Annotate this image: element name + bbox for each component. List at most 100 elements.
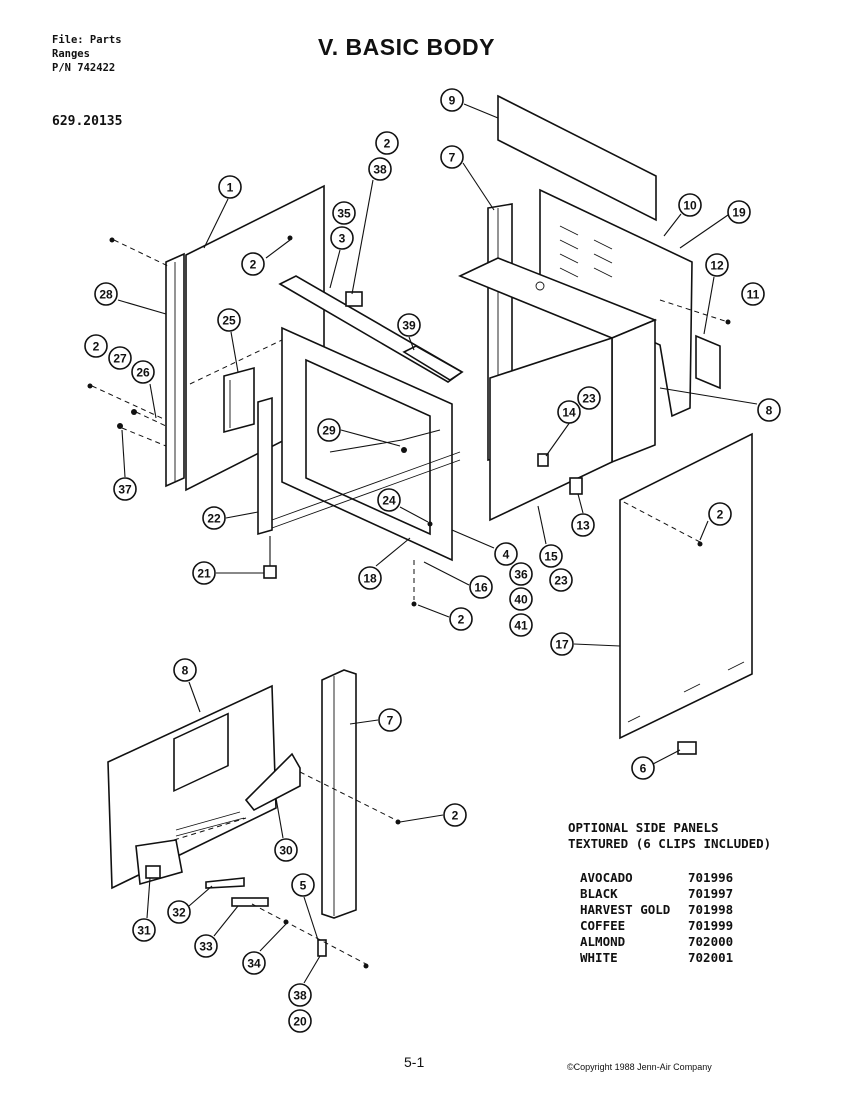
- callout-29: 29: [317, 418, 341, 442]
- mounting-plate: [695, 334, 721, 390]
- callout-label: 8: [766, 404, 773, 418]
- front-frame-opening: [305, 358, 431, 536]
- lower-pin: [317, 939, 327, 957]
- callout-label: 29: [322, 424, 336, 438]
- callout-circle: [173, 658, 197, 682]
- callout-33: 33: [194, 934, 218, 958]
- callout-circle: [469, 575, 493, 599]
- callout-label: 24: [382, 494, 396, 508]
- file-line: P/N 742422: [52, 62, 116, 74]
- callout-circle: [741, 282, 765, 306]
- callout-label: 41: [514, 619, 528, 633]
- file-line: Ranges: [52, 48, 90, 60]
- callout-circle: [557, 400, 581, 424]
- callout-label: 23: [582, 392, 596, 406]
- callout-label: 22: [207, 512, 221, 526]
- model-number: 629.20135: [52, 114, 123, 129]
- callout-label: 8: [182, 664, 189, 678]
- panel-part-number: 701998: [688, 902, 734, 917]
- callout-label: 15: [544, 550, 558, 564]
- assembly-lines: [91, 239, 729, 600]
- callout-circle: [131, 360, 155, 384]
- callout-circle: [375, 131, 399, 155]
- callout-17: 17: [550, 632, 574, 656]
- callout-28: 28: [94, 282, 118, 306]
- callout-label: 4: [503, 548, 510, 562]
- callout-circle: [397, 313, 421, 337]
- lower-leader-lines: [146, 681, 681, 984]
- callout-circle: [727, 200, 751, 224]
- callout-label: 17: [555, 638, 569, 652]
- callout-16: 16: [469, 575, 493, 599]
- callout-circle: [678, 193, 702, 217]
- callout-label: 2: [717, 508, 724, 522]
- page-title: V. BASIC BODY: [318, 34, 495, 60]
- panel-part-number: 701999: [688, 918, 734, 933]
- callout-label: 30: [279, 844, 293, 858]
- lower-spring: [231, 897, 269, 907]
- callout-2: 2: [241, 252, 265, 276]
- lower-mount-tab: [145, 865, 161, 879]
- callout-38: 38: [288, 983, 312, 1007]
- callout-circle: [440, 145, 464, 169]
- panel-color: AVOCADO: [580, 870, 633, 885]
- callout-circle: [288, 1009, 312, 1033]
- callout-label: 35: [337, 207, 351, 221]
- callout-2: 2: [84, 334, 108, 358]
- callout-36: 36: [509, 562, 533, 586]
- callout-9: 9: [440, 88, 464, 112]
- callout-label: 1: [227, 181, 234, 195]
- callout-label: 2: [93, 340, 100, 354]
- callout-label: 5: [300, 879, 307, 893]
- callout-38: 38: [368, 157, 392, 181]
- callout-label: 27: [113, 352, 127, 366]
- heating-element: [329, 429, 441, 453]
- callout-26: 26: [131, 360, 155, 384]
- callout-label: 2: [458, 613, 465, 627]
- callout-2: 2: [443, 803, 467, 827]
- file-info: File: Parts Ranges P/N 742422: [52, 33, 122, 75]
- callout-label: 37: [118, 483, 132, 497]
- panels-title-line: OPTIONAL SIDE PANELS: [568, 820, 719, 835]
- callout-circle: [291, 873, 315, 897]
- callout-13: 13: [571, 513, 595, 537]
- panels-title: OPTIONAL SIDE PANELS TEXTURED (6 CLIPS I…: [568, 820, 838, 852]
- optional-side-panels: OPTIONAL SIDE PANELS TEXTURED (6 CLIPS I…: [568, 820, 838, 966]
- callout-circle: [332, 201, 356, 225]
- callout-circle: [449, 607, 473, 631]
- callout-circle: [330, 226, 354, 250]
- callout-circle: [494, 542, 518, 566]
- panel-row: HARVEST GOLD 701998: [580, 902, 838, 918]
- callout-24: 24: [377, 488, 401, 512]
- callout-circle: [288, 983, 312, 1007]
- panel-color: HARVEST GOLD: [580, 902, 671, 917]
- callout-circle: [705, 253, 729, 277]
- back-panel: [497, 94, 657, 222]
- callout-circle: [194, 934, 218, 958]
- callout-circle: [577, 386, 601, 410]
- callout-label: 19: [732, 206, 746, 220]
- callout-label: 38: [373, 163, 387, 177]
- callout-circle: [218, 175, 242, 199]
- callout-label: 2: [452, 809, 459, 823]
- panel-color: WHITE: [580, 950, 618, 965]
- callout-circle: [549, 568, 573, 592]
- callout-circle: [509, 587, 533, 611]
- callout-circle: [108, 346, 132, 370]
- callout-circle: [241, 252, 265, 276]
- callout-circle: [217, 308, 241, 332]
- callout-37: 37: [113, 477, 137, 501]
- callout-circle: [377, 488, 401, 512]
- panel-color: ALMOND: [580, 934, 626, 949]
- callout-39: 39: [397, 313, 421, 337]
- callout-7: 7: [378, 708, 402, 732]
- callout-8: 8: [173, 658, 197, 682]
- callout-label: 32: [172, 906, 186, 920]
- callout-2: 2: [708, 502, 732, 526]
- callout-6: 6: [631, 756, 655, 780]
- panel-row: COFFEE 701999: [580, 918, 838, 934]
- panel-part-number: 702001: [688, 950, 734, 965]
- lower-side-panel: [107, 684, 277, 890]
- callout-label: 26: [136, 366, 150, 380]
